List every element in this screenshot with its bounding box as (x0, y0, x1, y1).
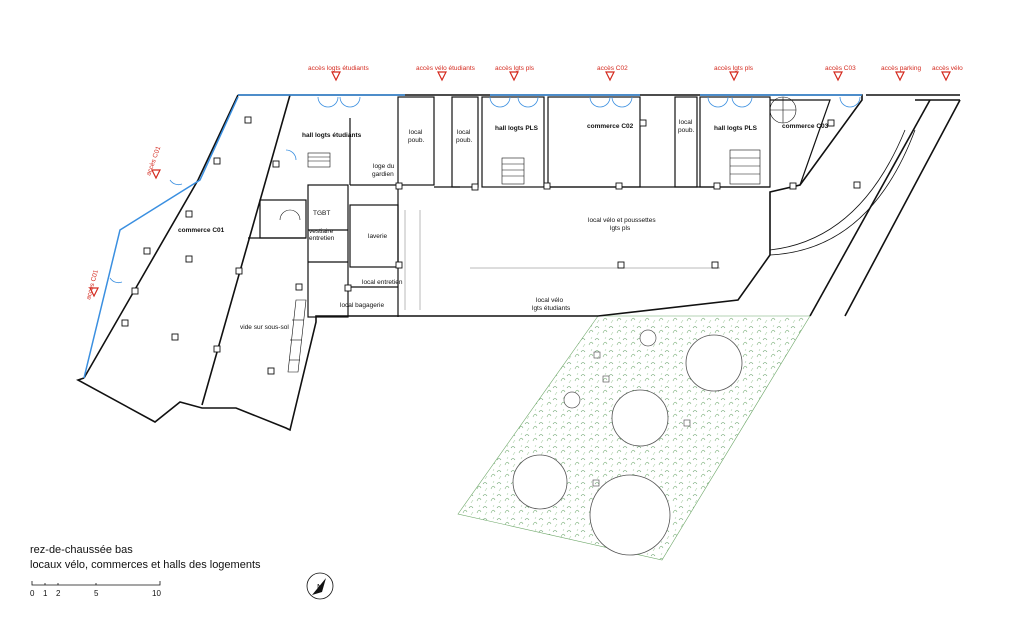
access-markers (89, 71, 951, 298)
room-label: local vélo (536, 297, 563, 304)
access-label: accès lgts pls (714, 65, 754, 72)
room-label: gardien (372, 171, 394, 178)
access-label: accès C03 (825, 65, 856, 72)
room-label: local (679, 119, 693, 126)
room-label: laverie (368, 233, 388, 240)
access-label: accès vélo étudiants (416, 65, 476, 72)
building-walls (76, 94, 961, 432)
room-label: hall logts étudiants (302, 132, 362, 139)
scale-tick: 10 (152, 589, 161, 598)
room-label: poub. (408, 137, 424, 144)
columns (121, 116, 861, 375)
tree (639, 329, 657, 347)
stairs (279, 96, 797, 373)
scale-tick: 1 (43, 589, 48, 598)
garden (457, 315, 811, 561)
tree (563, 391, 581, 409)
access-label: accès C01 (85, 269, 100, 301)
bike-racks (404, 210, 720, 310)
access-label: accès parking (881, 65, 921, 72)
access-label: accès C02 (597, 65, 628, 72)
interior-walls (248, 96, 831, 318)
north-label: N (317, 583, 323, 592)
access-label: accès vélo (932, 65, 963, 72)
plan-title-line2: locaux vélo, commerces et halls des loge… (30, 559, 261, 571)
north-arrow-icon: N (306, 572, 334, 600)
ramp (769, 129, 916, 256)
tree (611, 389, 669, 447)
access-label: accès C01 (145, 145, 162, 177)
doors (109, 96, 861, 284)
tree (685, 334, 743, 392)
room-label: local (457, 129, 471, 136)
scale-tick: 0 (30, 589, 35, 598)
access-label: accès lgts pls (495, 65, 535, 72)
scale-tick: 2 (56, 589, 61, 598)
room-label: loge du (373, 163, 395, 170)
room-label: local vélo et poussettes (588, 217, 656, 224)
room-label: commerce C01 (178, 227, 225, 234)
room-label: poub. (678, 127, 694, 134)
glazing (83, 94, 862, 379)
plan-title-line1: rez-de-chaussée bas (30, 544, 133, 556)
room-label: vide sur sous-sol (240, 324, 289, 331)
room-label: hall logts PLS (495, 125, 539, 132)
room-label: lgts étudiants (532, 305, 571, 312)
scale-tick: 5 (94, 589, 99, 598)
room-label: local entretien (362, 279, 403, 286)
room-label: TGBT (313, 210, 330, 217)
room-label: local bagagerie (340, 302, 384, 309)
room-label: poub. (456, 137, 472, 144)
room-label: lgts pls (610, 225, 631, 232)
room-label: vestiaire (309, 228, 334, 235)
room-label: commerce C02 (587, 123, 634, 130)
tree (512, 454, 568, 510)
scale-bar: 0 1 2 5 10 (30, 581, 161, 598)
tree (589, 474, 671, 556)
room-label: entretien (309, 235, 335, 242)
room-label: commerce C03 (782, 123, 829, 130)
access-label: accès logts étudiants (308, 65, 369, 72)
room-label: local (409, 129, 423, 136)
room-label: hall logts PLS (714, 125, 758, 132)
